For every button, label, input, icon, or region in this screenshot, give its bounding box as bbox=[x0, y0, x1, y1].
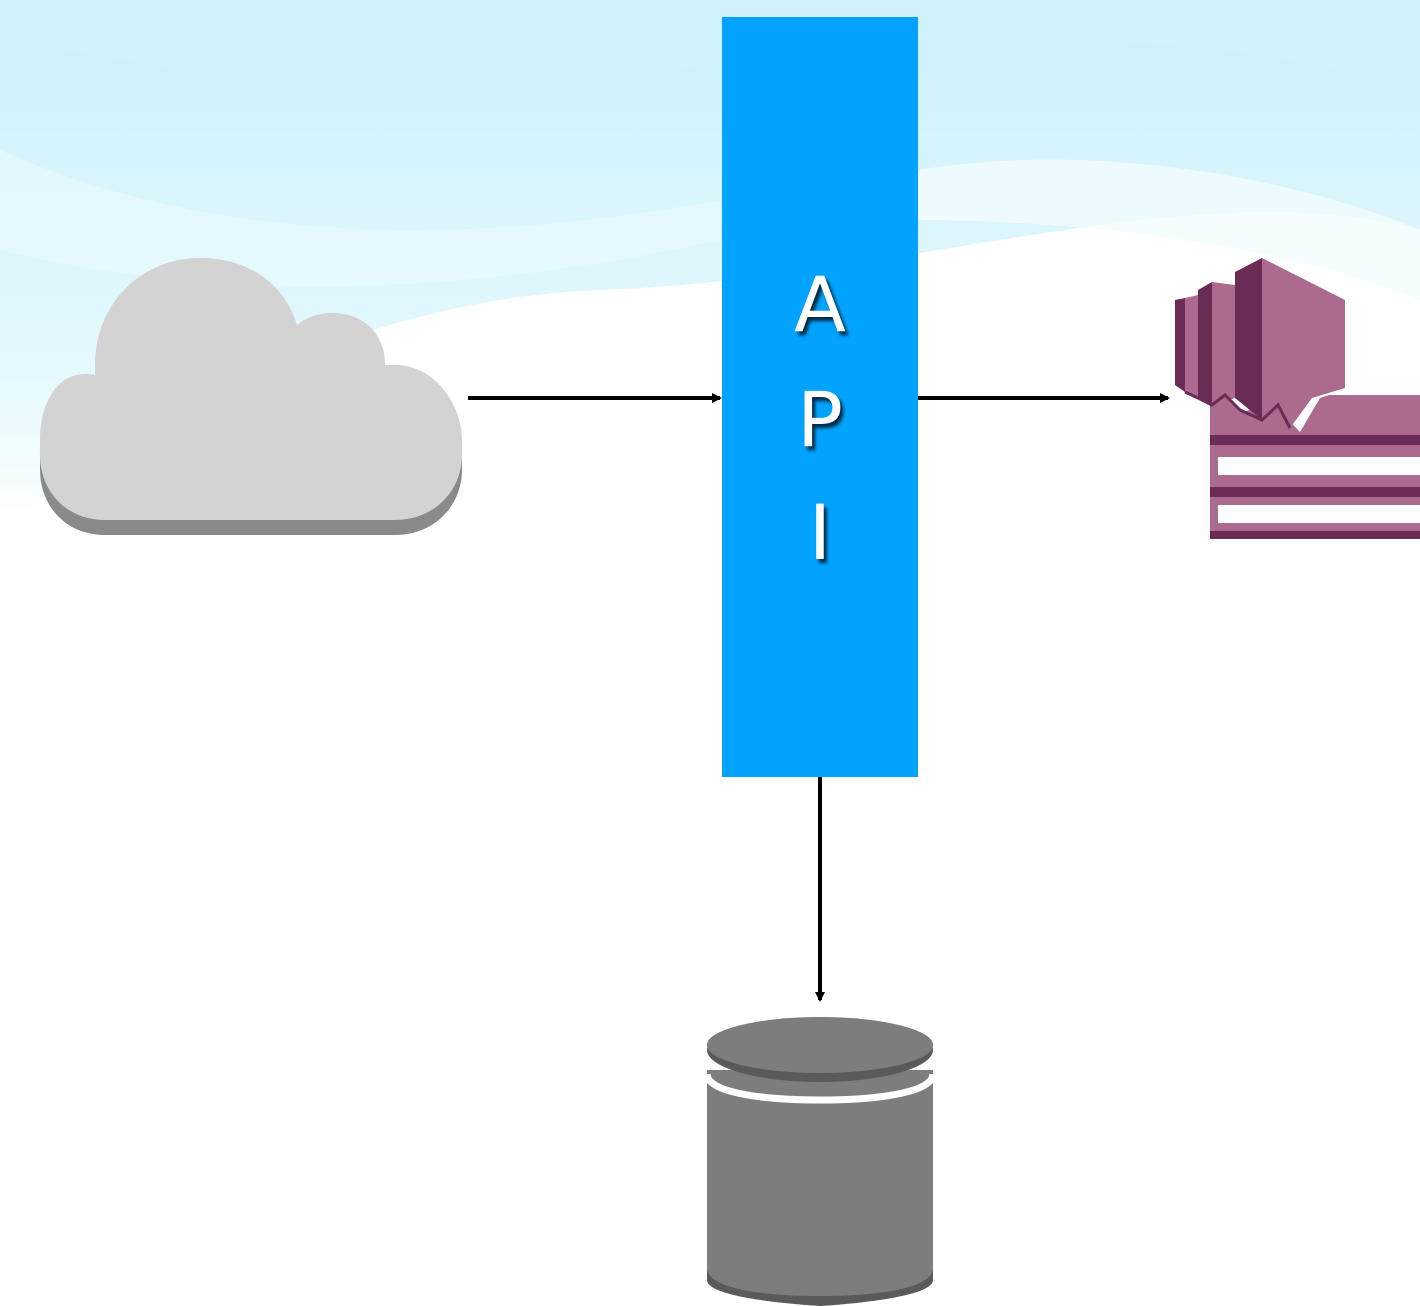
database-icon bbox=[703, 1017, 937, 1306]
api-letter-a: A bbox=[794, 260, 846, 349]
cloud-icon bbox=[40, 258, 462, 535]
aws-message-queue-icon bbox=[1172, 258, 1420, 539]
sky-background bbox=[0, 0, 1420, 530]
api-letter-p: P bbox=[797, 375, 843, 464]
api-letter-i: I bbox=[808, 488, 832, 577]
api-gateway-box: A P I bbox=[722, 17, 918, 777]
